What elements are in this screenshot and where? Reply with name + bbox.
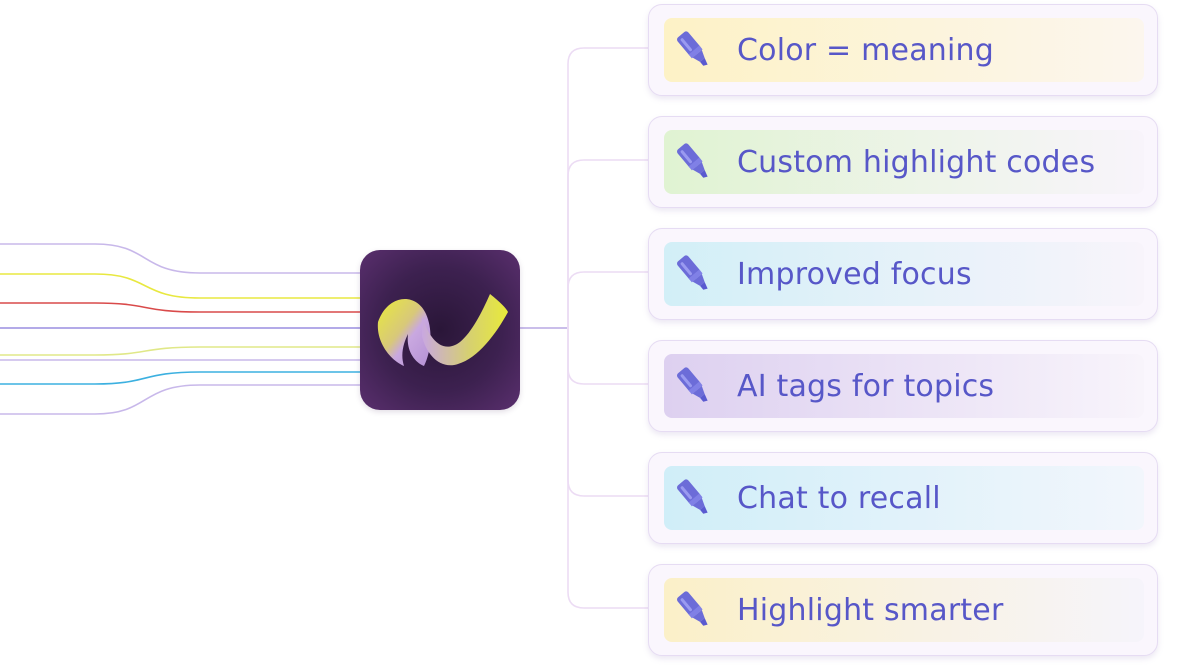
feature-card: Custom highlight codes	[648, 116, 1158, 208]
feature-card: Chat to recall	[648, 452, 1158, 544]
incoming-connector-line	[0, 346, 363, 356]
feature-card-highlight: Chat to recall	[664, 466, 1144, 530]
feature-label: AI tags for topics	[737, 368, 995, 404]
feature-card: Improved focus	[648, 228, 1158, 320]
feature-card: Highlight smarter	[648, 564, 1158, 656]
feature-label: Chat to recall	[737, 480, 941, 516]
feature-label: Color = meaning	[737, 32, 995, 68]
feature-card-highlight: Improved focus	[664, 242, 1144, 306]
highlighter-pen-icon	[670, 586, 718, 634]
branch-connector-line	[567, 327, 649, 609]
feature-label: Improved focus	[737, 256, 972, 292]
feature-card: AI tags for topics	[648, 340, 1158, 432]
incoming-connector-line	[0, 243, 363, 274]
branch-connector-line	[567, 47, 649, 329]
feature-card-highlight: Color = meaning	[664, 18, 1144, 82]
highlighter-ribbon-logo-icon	[377, 294, 508, 366]
incoming-connector-line	[0, 384, 363, 415]
branch-connector-line	[567, 159, 649, 329]
branch-connector-line	[567, 271, 649, 329]
app-logo-icon	[360, 250, 520, 410]
feature-label: Highlight smarter	[737, 592, 1004, 628]
feature-label: Custom highlight codes	[737, 144, 1096, 180]
feature-card-highlight: AI tags for topics	[664, 354, 1144, 418]
feature-card: Color = meaning	[648, 4, 1158, 96]
highlighter-pen-icon	[670, 474, 718, 522]
feature-card-highlight: Highlight smarter	[664, 578, 1144, 642]
highlighter-pen-icon	[670, 362, 718, 410]
incoming-connector-line	[0, 371, 363, 385]
highlighter-pen-icon	[670, 138, 718, 186]
highlighter-pen-icon	[670, 250, 718, 298]
highlighter-pen-icon	[670, 26, 718, 74]
feature-card-highlight: Custom highlight codes	[664, 130, 1144, 194]
branch-connector-line	[567, 327, 649, 385]
branch-connector-line	[567, 327, 649, 497]
incoming-connector-line	[0, 302, 363, 313]
incoming-connector-line	[0, 273, 363, 299]
